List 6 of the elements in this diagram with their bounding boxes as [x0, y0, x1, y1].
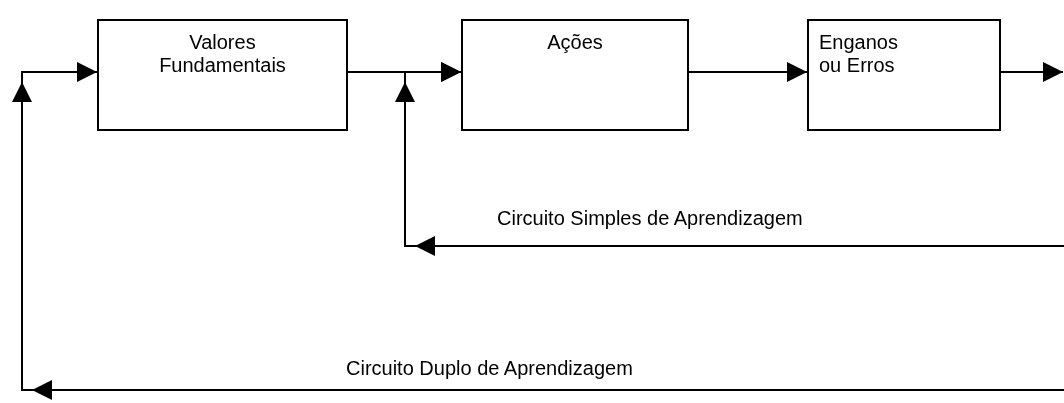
- box-label: Valores Fundamentais: [158, 31, 287, 77]
- process-box: [97, 19, 348, 131]
- box-label: Ações: [546, 31, 604, 54]
- box-label: Enganos ou Erros: [819, 31, 899, 77]
- process-box: [807, 19, 1001, 131]
- process-box: [461, 19, 689, 131]
